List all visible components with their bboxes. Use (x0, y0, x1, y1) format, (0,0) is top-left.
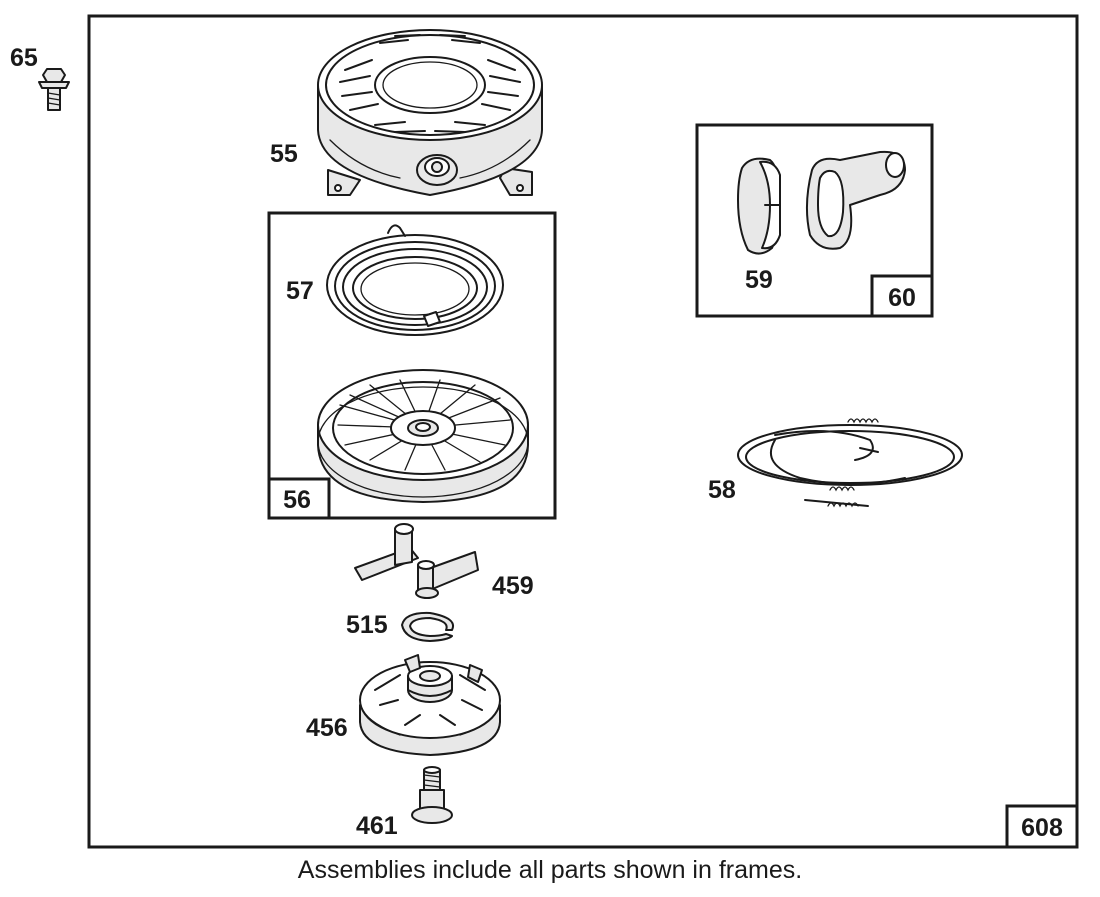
part-58-starter-rope[interactable] (737, 418, 963, 508)
part-459-pawls[interactable] (354, 523, 479, 599)
label-515[interactable]: 515 (346, 611, 388, 639)
part-55-blower-housing[interactable] (317, 29, 543, 196)
part-65-screw[interactable] (38, 68, 70, 111)
part-57-rewind-spring[interactable] (326, 224, 504, 336)
label-57[interactable]: 57 (286, 277, 314, 305)
frame-56 (267, 211, 557, 520)
label-60[interactable]: 60 (888, 284, 916, 312)
part-515-retainer-ring[interactable] (401, 611, 454, 642)
outer-frame (87, 14, 1079, 849)
label-459[interactable]: 459 (492, 572, 534, 600)
frame-608-label-box (1005, 804, 1079, 849)
frame-56-label-box (267, 477, 331, 520)
diagram-caption: Assemblies include all parts shown in fr… (298, 856, 802, 884)
frame-60-label-box (870, 274, 934, 318)
label-461[interactable]: 461 (356, 812, 398, 840)
part-456-ratchet[interactable] (359, 654, 501, 756)
label-55[interactable]: 55 (270, 140, 298, 168)
label-56[interactable]: 56 (283, 486, 311, 514)
label-456[interactable]: 456 (306, 714, 348, 742)
label-58[interactable]: 58 (708, 476, 736, 504)
part-59-handle-insert[interactable] (737, 157, 781, 255)
label-608[interactable]: 608 (1021, 814, 1063, 842)
part-60-starter-handle[interactable] (805, 150, 906, 250)
label-65[interactable]: 65 (10, 44, 38, 72)
part-56-pulley[interactable] (317, 369, 529, 503)
part-461-ratchet-screw[interactable] (411, 766, 453, 824)
frame-60 (695, 123, 934, 318)
label-59[interactable]: 59 (745, 266, 773, 294)
